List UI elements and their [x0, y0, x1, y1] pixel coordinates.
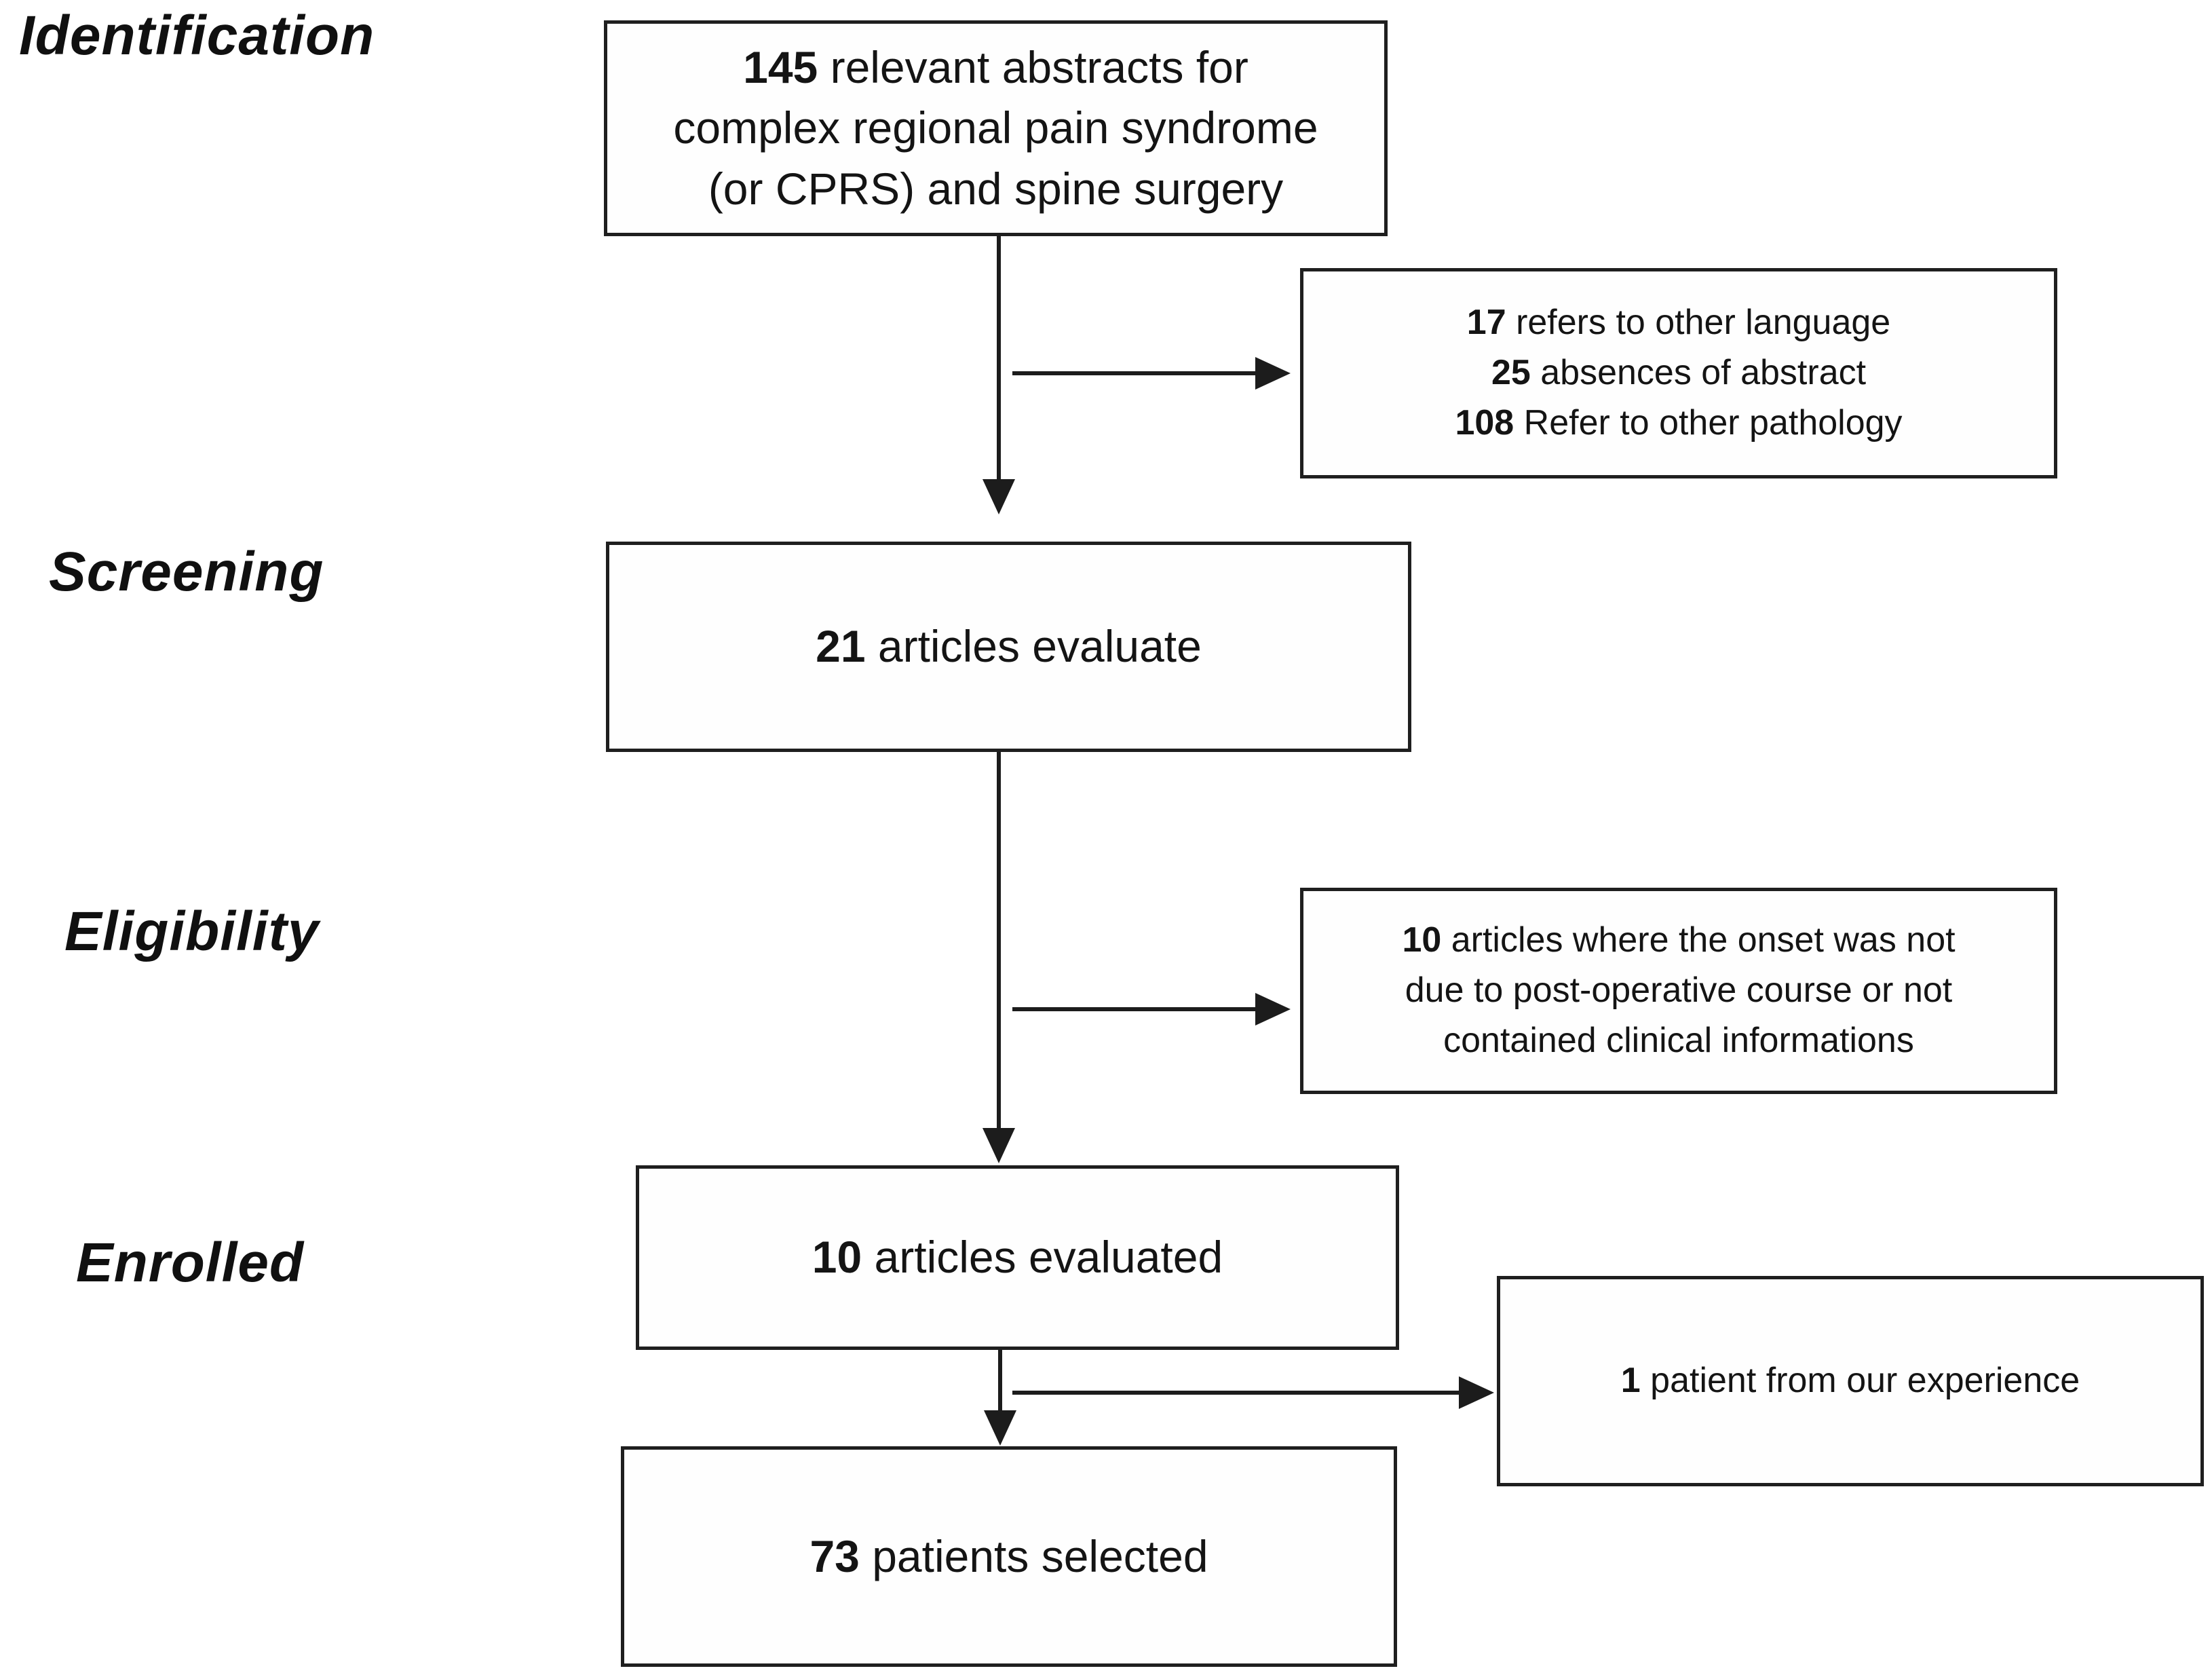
excluded-abstract-count: 25 — [1491, 353, 1531, 393]
screening-line: 21 articles evaluate — [816, 616, 1202, 677]
selected-patients-box: 73 patients selected — [621, 1446, 1397, 1667]
eligibility-excluded-text-2: due to post-operative course or not — [1405, 971, 1953, 1011]
stage-label-eligibility: Eligibility — [64, 901, 320, 962]
arrowhead-down-icon — [984, 1410, 1016, 1446]
excluded-pathology-text: Refer to other pathology — [1514, 402, 1903, 443]
arrow-line-abstracts-to-screening — [997, 236, 1001, 483]
arrowhead-right-icon — [1255, 993, 1291, 1025]
identification-exclusions-box: 17 refers to other language 25 absences … — [1300, 268, 2057, 478]
abstracts-text-3: (or CPRS) and spine surgery — [708, 163, 1284, 214]
eligibility-excluded-count: 10 — [1402, 920, 1442, 960]
selected-count: 73 — [809, 1530, 860, 1581]
exclusion-line-abstract: 25 absences of abstract — [1491, 348, 1866, 398]
abstracts-line-1: 145 relevant abstracts for — [743, 37, 1248, 98]
screening-box: 21 articles evaluate — [606, 542, 1411, 752]
abstracts-box: 145 relevant abstracts for complex regio… — [604, 20, 1388, 236]
branch-line-to-identification-exclusions — [1012, 371, 1258, 375]
excluded-language-count: 17 — [1466, 303, 1506, 343]
abstracts-line-2: complex regional pain syndrome — [673, 98, 1318, 158]
arrowhead-down-icon — [983, 479, 1015, 514]
stage-label-enrolled: Enrolled — [76, 1232, 305, 1294]
abstracts-line-3: (or CPRS) and spine surgery — [708, 159, 1283, 219]
enrolled-line: 10 articles evaluated — [812, 1227, 1223, 1287]
arrowhead-right-icon — [1459, 1376, 1494, 1409]
eligibility-exclusions-box: 10 articles where the onset was not due … — [1300, 888, 2057, 1094]
arrow-line-enrolled-to-selected — [998, 1350, 1002, 1415]
abstracts-count: 145 — [743, 42, 818, 93]
stage-label-identification: Identification — [19, 5, 375, 67]
eligibility-exclusion-line-2: due to post-operative course or not — [1405, 966, 1952, 1016]
abstracts-text-2: complex regional pain syndrome — [673, 102, 1318, 153]
eligibility-excluded-text-3: contained clinical informations — [1443, 1020, 1914, 1060]
arrowhead-down-icon — [983, 1128, 1015, 1163]
enrolled-text: articles evaluated — [862, 1232, 1223, 1283]
eligibility-exclusion-line-1: 10 articles where the onset was not — [1402, 916, 1955, 966]
abstracts-text-1: relevant abstracts for — [818, 42, 1248, 93]
arrow-line-screening-to-enrolled — [997, 752, 1001, 1131]
screening-count: 21 — [816, 621, 866, 672]
excluded-abstract-text: absences of abstract — [1530, 353, 1867, 393]
selected-line: 73 patients selected — [809, 1526, 1208, 1587]
experience-patient-box: 1 patient from our experience — [1497, 1276, 2204, 1486]
branch-line-to-experience-patient — [1012, 1391, 1462, 1395]
stage-label-screening: Screening — [49, 541, 324, 603]
experience-count: 1 — [1620, 1361, 1641, 1401]
enrolled-box: 10 articles evaluated — [636, 1165, 1399, 1350]
experience-text: patient from our experience — [1640, 1361, 2080, 1401]
enrolled-count: 10 — [812, 1232, 862, 1283]
eligibility-excluded-text-1: articles where the onset was not — [1441, 920, 1956, 960]
excluded-pathology-count: 108 — [1455, 402, 1514, 443]
screening-text: articles evaluate — [865, 621, 1202, 672]
experience-line: 1 patient from our experience — [1621, 1356, 2080, 1406]
excluded-language-text: refers to other language — [1506, 303, 1891, 343]
eligibility-exclusion-line-3: contained clinical informations — [1443, 1016, 1914, 1066]
branch-line-to-eligibility-exclusions — [1012, 1007, 1258, 1011]
selected-text: patients selected — [859, 1530, 1208, 1581]
arrowhead-right-icon — [1255, 357, 1291, 390]
exclusion-line-language: 17 refers to other language — [1467, 298, 1890, 348]
exclusion-line-pathology: 108 Refer to other pathology — [1455, 398, 1902, 449]
